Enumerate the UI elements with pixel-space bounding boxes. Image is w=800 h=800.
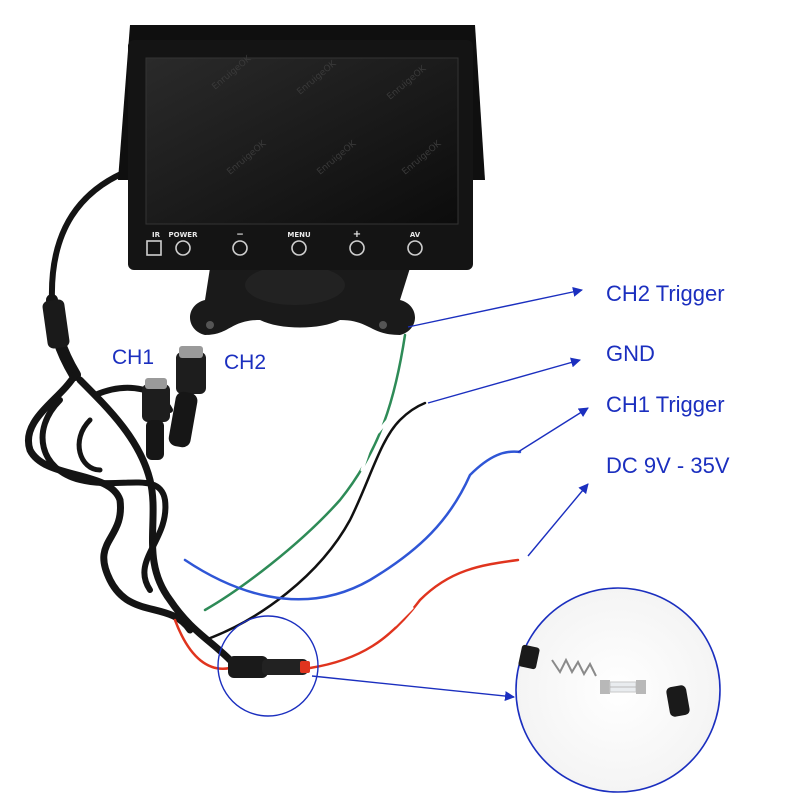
- ir-label: IR: [152, 231, 160, 239]
- ch1-label: CH1: [112, 346, 155, 369]
- fuse-zoom-view: [515, 587, 721, 793]
- arrow-ch1-trigger: [517, 407, 589, 453]
- minus-button[interactable]: [232, 240, 248, 256]
- arrow-fuse-zoom: [311, 675, 515, 702]
- arrow-gnd: [427, 357, 581, 404]
- av-label: AV: [409, 231, 421, 239]
- menu-label: MENU: [287, 231, 311, 239]
- red-wire: [173, 558, 520, 670]
- ch1-connector: [142, 378, 170, 460]
- plus-button[interactable]: [349, 240, 365, 256]
- power-button[interactable]: [175, 240, 191, 256]
- ir-sensor: [146, 240, 162, 256]
- ch2-connector: [168, 346, 206, 448]
- monitor-button-row: [146, 240, 423, 256]
- monitor-screen: [146, 58, 458, 224]
- blue-wire: [183, 450, 522, 601]
- av-button[interactable]: [407, 240, 423, 256]
- cable-connector: [42, 299, 70, 349]
- ch2-label: CH2: [224, 351, 267, 374]
- black-wire: [203, 401, 427, 642]
- plus-label: +: [352, 229, 362, 240]
- green-wire: [203, 333, 407, 612]
- arrow-dc-power: [527, 483, 589, 557]
- monitor: [118, 25, 485, 270]
- fuse-holder: [228, 656, 310, 678]
- spring-icon: [551, 657, 597, 677]
- power-label: POWER: [168, 231, 198, 239]
- glass-fuse-icon: [600, 680, 646, 694]
- trigger-wires: [173, 333, 522, 670]
- annotation-arrows: [311, 286, 589, 702]
- minus-label: −: [236, 230, 244, 240]
- ch2-trigger-label: CH2 Trigger: [606, 281, 725, 306]
- fuse-highlight-circle: [217, 615, 319, 717]
- gnd-label: GND: [606, 341, 655, 366]
- ch1-trigger-label: CH1 Trigger: [606, 392, 725, 417]
- arrow-ch2-trigger: [407, 286, 583, 328]
- menu-button[interactable]: [291, 240, 307, 256]
- monitor-stand: [190, 265, 415, 335]
- dc-power-label: DC 9V - 35V: [606, 453, 730, 478]
